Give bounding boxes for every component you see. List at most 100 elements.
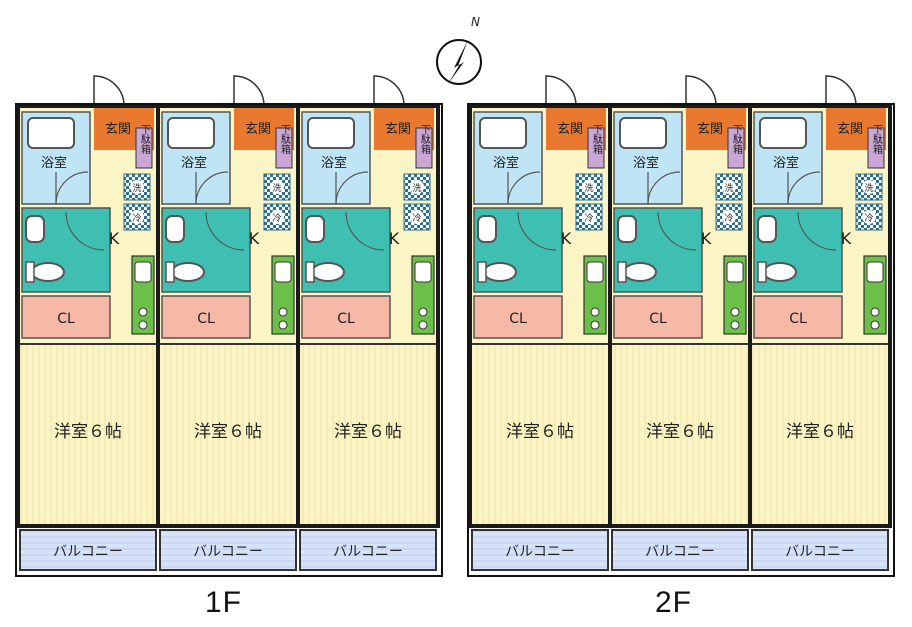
stove-burner-icon	[730, 320, 740, 330]
unit-3: 浴室CL玄関下駄箱洗冷K洋室６帖バルコニー	[296, 75, 440, 571]
fridge-badge	[862, 210, 876, 224]
washer-label: 洗	[132, 182, 141, 194]
stove-burner-icon	[418, 320, 428, 330]
shoe-box	[727, 127, 745, 169]
washbasin-icon	[477, 215, 497, 243]
balcony	[19, 529, 157, 571]
unit-4: 浴室CL玄関下駄箱洗冷K洋室６帖バルコニー	[468, 75, 612, 571]
bathtub-icon	[479, 117, 527, 149]
balcony	[611, 529, 749, 571]
entrance-label: 玄関	[697, 122, 723, 137]
bathtub-icon	[759, 117, 807, 149]
closet-label: CL	[197, 311, 215, 327]
shoe-box-label: 下駄箱	[279, 124, 291, 155]
shoe-box	[135, 127, 153, 169]
entrance-label: 玄関	[245, 122, 271, 137]
entrance-door-icon[interactable]	[685, 75, 717, 105]
closet-label: CL	[509, 311, 527, 327]
kitchen-label: K	[561, 229, 572, 248]
entrance-label: 玄関	[105, 122, 131, 137]
balcony-label: バルコニー	[505, 544, 575, 560]
western-room-floor	[750, 344, 890, 524]
kitchen-label: K	[389, 229, 400, 248]
washer-space	[575, 173, 603, 201]
unit-5: 浴室CL玄関下駄箱洗冷K洋室６帖バルコニー	[608, 75, 752, 571]
stove-burner-icon	[278, 307, 288, 317]
fridge-label: 冷	[132, 212, 141, 224]
washer-label: 洗	[412, 182, 421, 194]
bath-label: 浴室	[181, 155, 207, 171]
washer-label: 洗	[724, 182, 733, 194]
toilet-icon	[311, 262, 345, 282]
fridge-label: 冷	[724, 212, 733, 224]
entrance-door-icon[interactable]	[545, 75, 577, 105]
north-arrow-icon: N	[436, 15, 482, 85]
bathtub-icon	[619, 117, 667, 149]
closet	[21, 295, 111, 339]
washbasin-icon	[757, 215, 777, 243]
fridge-label: 冷	[864, 212, 873, 224]
toilet-icon	[31, 262, 65, 282]
stove-burner-icon	[870, 320, 880, 330]
washer-label: 洗	[272, 182, 281, 194]
toilet-tank-icon	[617, 261, 627, 283]
washer-badge	[270, 180, 284, 194]
washer-label: 洗	[864, 182, 873, 194]
entrance-door-icon[interactable]	[93, 75, 125, 105]
entrance-door-icon[interactable]	[233, 75, 265, 105]
kitchen-label: K	[841, 229, 852, 248]
washer-label: 洗	[584, 182, 593, 194]
fridge-badge	[722, 210, 736, 224]
bath-label: 浴室	[773, 155, 799, 171]
western-room-floor	[158, 344, 298, 524]
balcony-label: バルコニー	[785, 544, 855, 560]
unit-6: 浴室CL玄関下駄箱洗冷K洋室６帖バルコニー	[748, 75, 892, 571]
closet	[753, 295, 843, 339]
shoe-box	[415, 127, 433, 169]
north-label: N	[471, 15, 480, 29]
entrance-door-icon[interactable]	[373, 75, 405, 105]
western-room-label: 洋室６帖	[786, 422, 854, 442]
washer-space	[715, 173, 743, 201]
washbasin-icon	[165, 215, 185, 243]
toilet-tank-icon	[165, 261, 175, 283]
fridge-label: 冷	[272, 212, 281, 224]
balcony-label: バルコニー	[333, 544, 403, 560]
building-2f-outline	[467, 103, 895, 577]
closet	[301, 295, 391, 339]
bath-label: 浴室	[493, 155, 519, 171]
closet-label: CL	[649, 311, 667, 327]
toilet-door-swing-icon	[517, 211, 557, 251]
bath-label: 浴室	[633, 155, 659, 171]
entrance-door-icon[interactable]	[825, 75, 857, 105]
shoe-box	[275, 127, 293, 169]
toilet-tank-icon	[757, 261, 767, 283]
bath-label: 浴室	[41, 155, 67, 171]
balcony-label: バルコニー	[193, 544, 263, 560]
stove-burner-icon	[278, 320, 288, 330]
shoe-box-label: 下駄箱	[139, 124, 151, 155]
toilet-icon	[623, 262, 657, 282]
toilet-tank-icon	[477, 261, 487, 283]
floor-label-2f: 2F	[655, 586, 693, 619]
western-room-floor	[18, 344, 158, 524]
toilet-icon	[483, 262, 517, 282]
western-room-floor	[298, 344, 438, 524]
shoe-box	[587, 127, 605, 169]
closet	[161, 295, 251, 339]
toilet-door-swing-icon	[345, 211, 385, 251]
balcony	[471, 529, 609, 571]
entrance-label: 玄関	[557, 122, 583, 137]
bathtub-icon	[307, 117, 355, 149]
stove-burner-icon	[730, 307, 740, 317]
entrance-label: 玄関	[837, 122, 863, 137]
kitchen-sink-icon	[726, 261, 744, 283]
kitchen-sink-icon	[134, 261, 152, 283]
closet-label: CL	[337, 311, 355, 327]
toilet-door-swing-icon	[205, 211, 245, 251]
floor-label-1f: 1F	[205, 586, 243, 619]
kitchen-label: K	[109, 229, 120, 248]
shoe-box-label: 下駄箱	[419, 124, 431, 155]
washer-badge	[410, 180, 424, 194]
western-room-label: 洋室６帖	[506, 422, 574, 442]
